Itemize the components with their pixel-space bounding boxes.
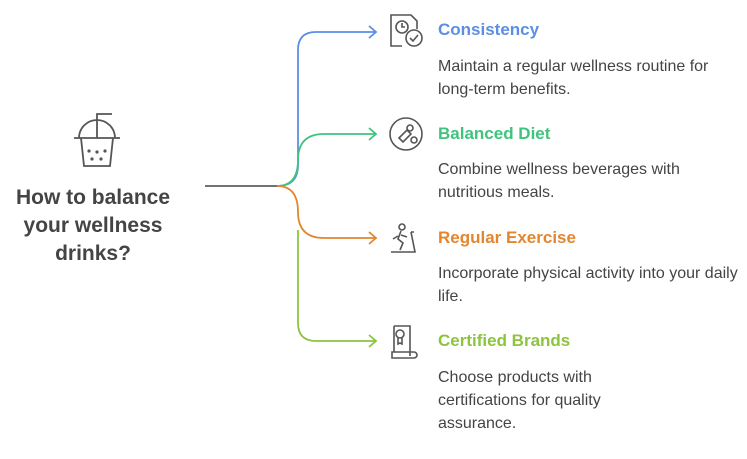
food-plate-icon: [389, 117, 423, 151]
branch-exercise: [276, 185, 378, 245]
item-desc-regular-exercise: Incorporate physical activity into your …: [438, 265, 738, 305]
certificate-scroll-icon: [391, 325, 418, 359]
clock-check-document-icon: [390, 14, 423, 47]
branch-diet: [276, 127, 378, 187]
item-title-balanced-diet: Balanced Diet: [438, 124, 551, 143]
bubble-tea-icon: [74, 113, 120, 167]
item-title-regular-exercise: Regular Exercise: [438, 228, 576, 247]
item-title-consistency: Consistency: [438, 20, 540, 39]
central-question: How to balance your wellness drinks?: [15, 186, 171, 265]
branch-certified: [297, 230, 378, 348]
item-desc-balanced-diet: Combine wellness beverages with nutritio…: [438, 161, 680, 201]
item-desc-certified-brands: Choose products with certifications for …: [438, 369, 601, 432]
branch-consistency: [276, 25, 378, 187]
item-title-certified-brands: Certified Brands: [438, 331, 571, 350]
treadmill-icon: [391, 223, 416, 253]
item-desc-consistency: Maintain a regular wellness routine for …: [438, 58, 709, 98]
